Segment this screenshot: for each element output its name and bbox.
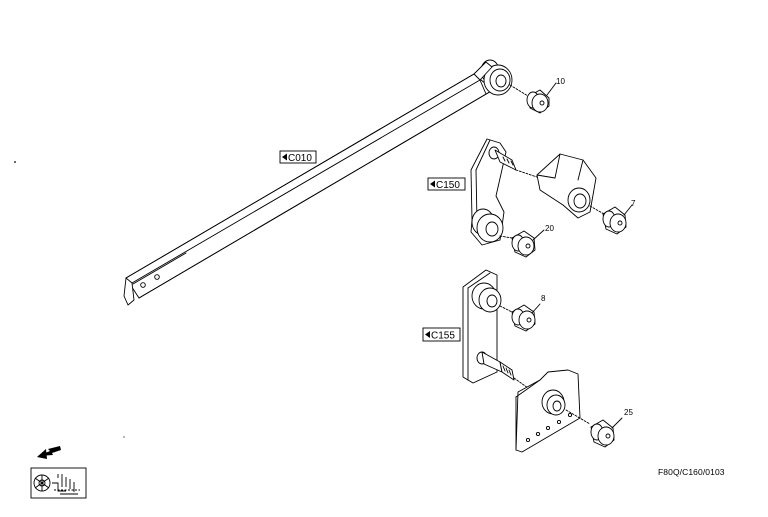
spacer-7 [602, 204, 633, 235]
spacer-8 [511, 303, 541, 332]
arrow-down-left-icon[interactable] [37, 446, 61, 459]
reference-c150-button[interactable]: C150 [427, 177, 466, 191]
part-number-8: 8 [541, 294, 546, 303]
reference-arrow-icon [430, 180, 435, 188]
spacer-10 [509, 82, 557, 114]
spacer-25 [590, 417, 623, 448]
stray-mark [14, 161, 16, 163]
part-number-20: 20 [545, 224, 554, 233]
bracket-c150 [470, 138, 541, 246]
reference-c010-label: C010 [288, 153, 312, 164]
lower-bracket [515, 369, 591, 453]
plate-c155 [462, 269, 529, 389]
reference-arrow-icon [282, 153, 287, 161]
part-number-10: 10 [556, 77, 565, 86]
long-arm [123, 59, 513, 306]
reference-arrow-icon [425, 331, 430, 338]
reference-c155-label: C155 [431, 331, 455, 342]
stray-mark [123, 436, 125, 438]
document-code: F80Q/C160/0103 [658, 467, 725, 477]
mounting-block [536, 153, 605, 219]
assembly-group-icon[interactable] [30, 467, 87, 499]
spacer-20 [511, 229, 545, 258]
part-number-7: 7 [631, 199, 636, 208]
reference-c010-button[interactable]: C010 [279, 150, 317, 164]
part-number-25: 25 [624, 408, 633, 417]
reference-c155-button[interactable]: C155 [422, 327, 461, 342]
reference-c150-label: C150 [436, 180, 460, 191]
